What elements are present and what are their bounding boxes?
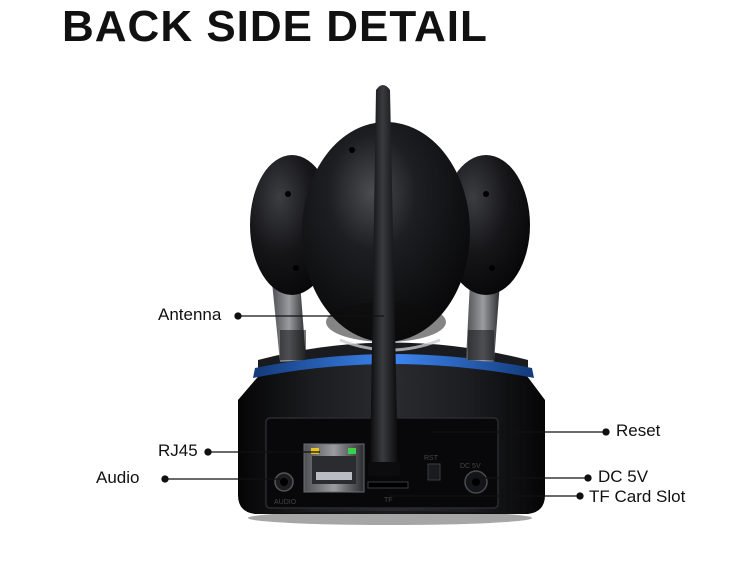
callout-lines bbox=[161, 312, 610, 500]
audio-port-mark: AUDIO bbox=[274, 499, 297, 506]
callout-audio: Audio bbox=[96, 468, 140, 487]
page-title: BACK SIDE DETAIL bbox=[62, 2, 488, 51]
reset-mark: RST bbox=[424, 455, 439, 462]
tf-card-slot bbox=[367, 481, 409, 489]
callout-antenna: Antenna bbox=[158, 305, 222, 324]
audio-jack bbox=[274, 472, 294, 492]
camera-struts bbox=[272, 282, 500, 362]
dc-jack bbox=[464, 470, 488, 494]
callout-reset: Reset bbox=[616, 421, 661, 440]
callout-tf-card-slot: TF Card Slot bbox=[589, 487, 686, 506]
tf-slot-mark: TF bbox=[384, 497, 393, 504]
dc-port-mark: DC 5V bbox=[460, 463, 481, 470]
antenna bbox=[368, 85, 400, 476]
reset-button bbox=[427, 463, 441, 481]
callout-rj45: RJ45 bbox=[158, 441, 198, 460]
rj45-port bbox=[303, 443, 365, 493]
callout-dc: DC 5V bbox=[598, 467, 649, 486]
